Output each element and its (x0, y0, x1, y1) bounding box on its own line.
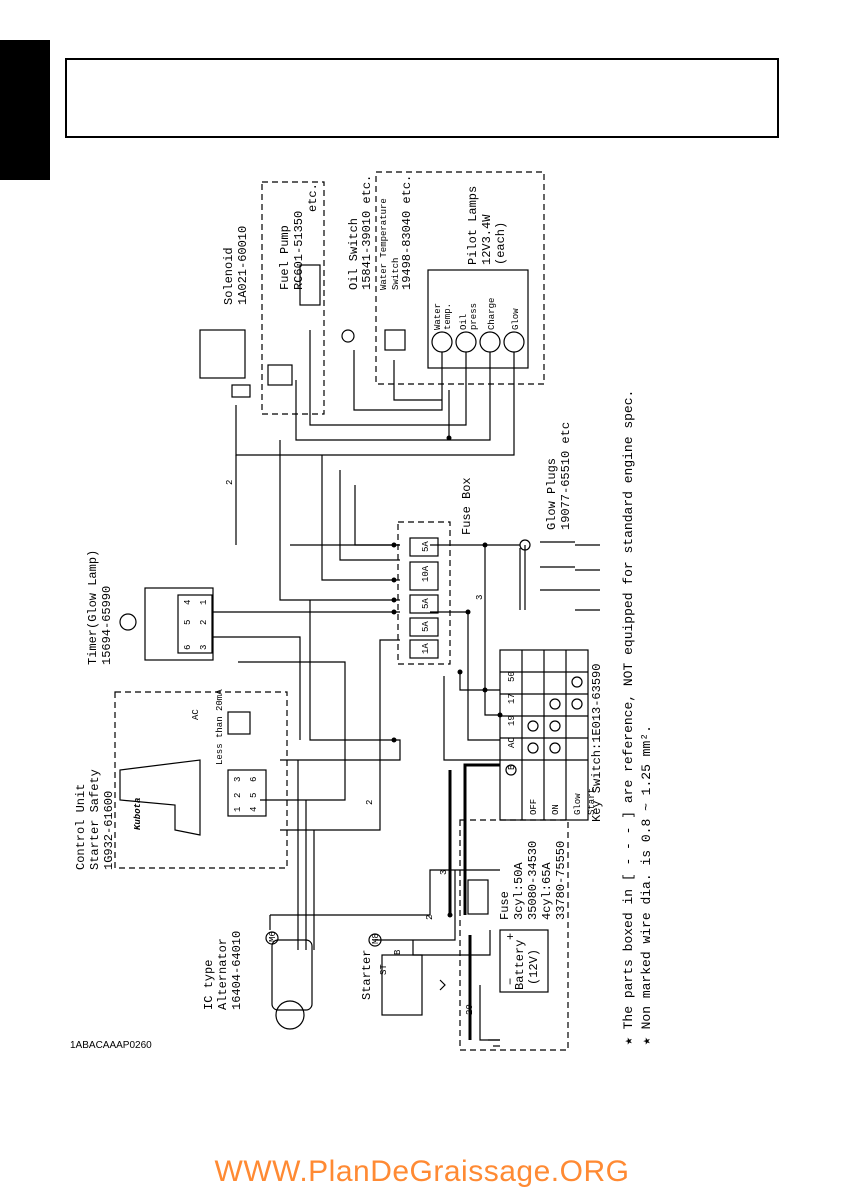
note-2: ★ Non marked wire dia. is 0.8 ~ 1.25 mm²… (639, 725, 654, 1045)
fuse-5a-1: 5A (421, 541, 431, 552)
pilot-lamps-box (427, 269, 529, 369)
cu-pin-4: 4 (249, 807, 259, 812)
key-switch-label: Key Switch:1E013-63590 (590, 664, 604, 822)
control-unit-box (114, 691, 288, 869)
timer-pin-4: 4 (183, 600, 193, 605)
timer-pin-3: 3 (199, 645, 209, 650)
fuse-box-label: Fuse Box (460, 477, 474, 535)
alternator-terminal: M6 (268, 931, 278, 942)
lamp-label-water: Water (433, 303, 443, 330)
key-col-ac: AC (507, 737, 517, 748)
starter-label: Starter (360, 950, 374, 1000)
fuse-4cyl: 4cyl:65A (540, 862, 554, 920)
pilot-lamps-each: (each) (494, 222, 508, 265)
wire-label-2a: 2 (225, 480, 235, 485)
fuel-pump-etc: etc. (306, 183, 320, 212)
fuel-pump-box (261, 181, 325, 415)
control-unit-part: 1G932-61600 (102, 791, 116, 870)
cu-pin-5: 5 (249, 793, 259, 798)
key-col-19: 19 (507, 715, 517, 726)
key-row-start: Start (587, 788, 597, 815)
solenoid-part: 1A021-60010 (236, 226, 250, 305)
starter-b: B (393, 949, 403, 955)
cu-pin-1: 1 (233, 807, 243, 812)
wire-label-2b: 2 (365, 800, 375, 805)
lamp-label-charge: Charge (487, 298, 497, 330)
ac-label: AC (191, 709, 201, 720)
wire-label-3a: 3 (475, 595, 485, 600)
solenoid-label: Solenoid (222, 247, 236, 305)
timer-pin-6: 6 (183, 645, 193, 650)
water-temp-part: 19498-83040 etc. (400, 175, 414, 290)
water-temp-label: Water Temperature (379, 198, 389, 290)
wire-label-2c: 2 (425, 915, 435, 920)
fuse-label: Fuse (498, 891, 512, 920)
wire-label-20: 20 (465, 1004, 475, 1015)
wire-label-3b: 3 (439, 870, 449, 875)
fuel-pump-label: Fuel Pump (278, 225, 292, 290)
battery-minus: − (504, 978, 518, 985)
lamp-label-oil: Oil (459, 314, 469, 330)
battery-volt: (12V) (527, 949, 541, 985)
timer-pin-2: 2 (199, 620, 209, 625)
glow-plugs-part: 19077-65510 etc (559, 422, 573, 530)
starter-terminal: M8 (371, 933, 381, 944)
watermark: WWW.PlanDeGraissage.ORG (214, 1155, 630, 1188)
pilot-lamps-rating: 12V3.4W (480, 214, 494, 265)
key-row-glow: Glow (573, 793, 583, 815)
lamp-label-temp: temp. (443, 303, 453, 330)
fuse-5a-2: 5A (421, 598, 431, 609)
lamp-label-press: press (469, 303, 479, 330)
fuse-5a-3: 5A (421, 621, 431, 632)
alternator-type: IC type (202, 960, 216, 1010)
section-tab (0, 40, 50, 180)
fuse-3cyl: 3cyl:50A (512, 862, 526, 920)
alternator-label: Alternator (216, 938, 230, 1010)
header-box (65, 58, 779, 138)
alternator-part: 16404-64010 (230, 931, 244, 1010)
battery-label: Battery (513, 940, 527, 990)
fuse-3cyl-part: 35080-34530 (526, 841, 540, 920)
fuse-1a: 1A (421, 643, 431, 654)
fuse-4cyl-part: 33780-75550 (554, 841, 568, 920)
control-unit-label: Control Unit (74, 784, 88, 870)
oil-switch-label: Oil Switch (347, 218, 361, 290)
cu-pin-6: 6 (249, 777, 259, 782)
timer-label: Timer(Glow Lamp) (86, 550, 100, 665)
less-than-label: Less than 20mA (215, 689, 225, 765)
kubota-logo: Kubota (133, 798, 143, 830)
note-1: ★ The parts boxed in [ - - - ] are refer… (621, 390, 636, 1045)
figure-code: 1ABACAAAP0260 (70, 1040, 152, 1051)
cu-pin-3: 3 (233, 777, 243, 782)
pilot-lamps-label: Pilot Lamps (466, 186, 480, 265)
timer-pin-1: 1 (199, 600, 209, 605)
control-unit-label-2: Starter Safety (88, 769, 102, 870)
oil-switch-part: 15841-39010 etc. (360, 175, 374, 290)
glow-plugs-label: Glow Plugs (545, 458, 559, 530)
key-col-17: 17 (507, 693, 517, 704)
key-row-on: ON (551, 804, 561, 815)
timer-part: 15694-65990 (100, 586, 114, 665)
water-temp-label-2: Switch (391, 258, 401, 290)
switches-box (375, 171, 545, 385)
battery-plus: + (504, 933, 518, 940)
starter-st: ST (379, 964, 389, 975)
timer-pin-5: 5 (183, 620, 193, 625)
fuel-pump-part: RC601-51350 (292, 211, 306, 290)
lamp-label-glow: Glow (511, 308, 521, 330)
fuse-10a: 10A (421, 565, 431, 582)
key-col-b: B (507, 764, 517, 770)
cu-pin-2: 2 (233, 793, 243, 798)
fuse-box-outline (397, 521, 451, 665)
key-col-50: 50 (507, 671, 517, 682)
key-row-off: OFF (529, 799, 539, 815)
